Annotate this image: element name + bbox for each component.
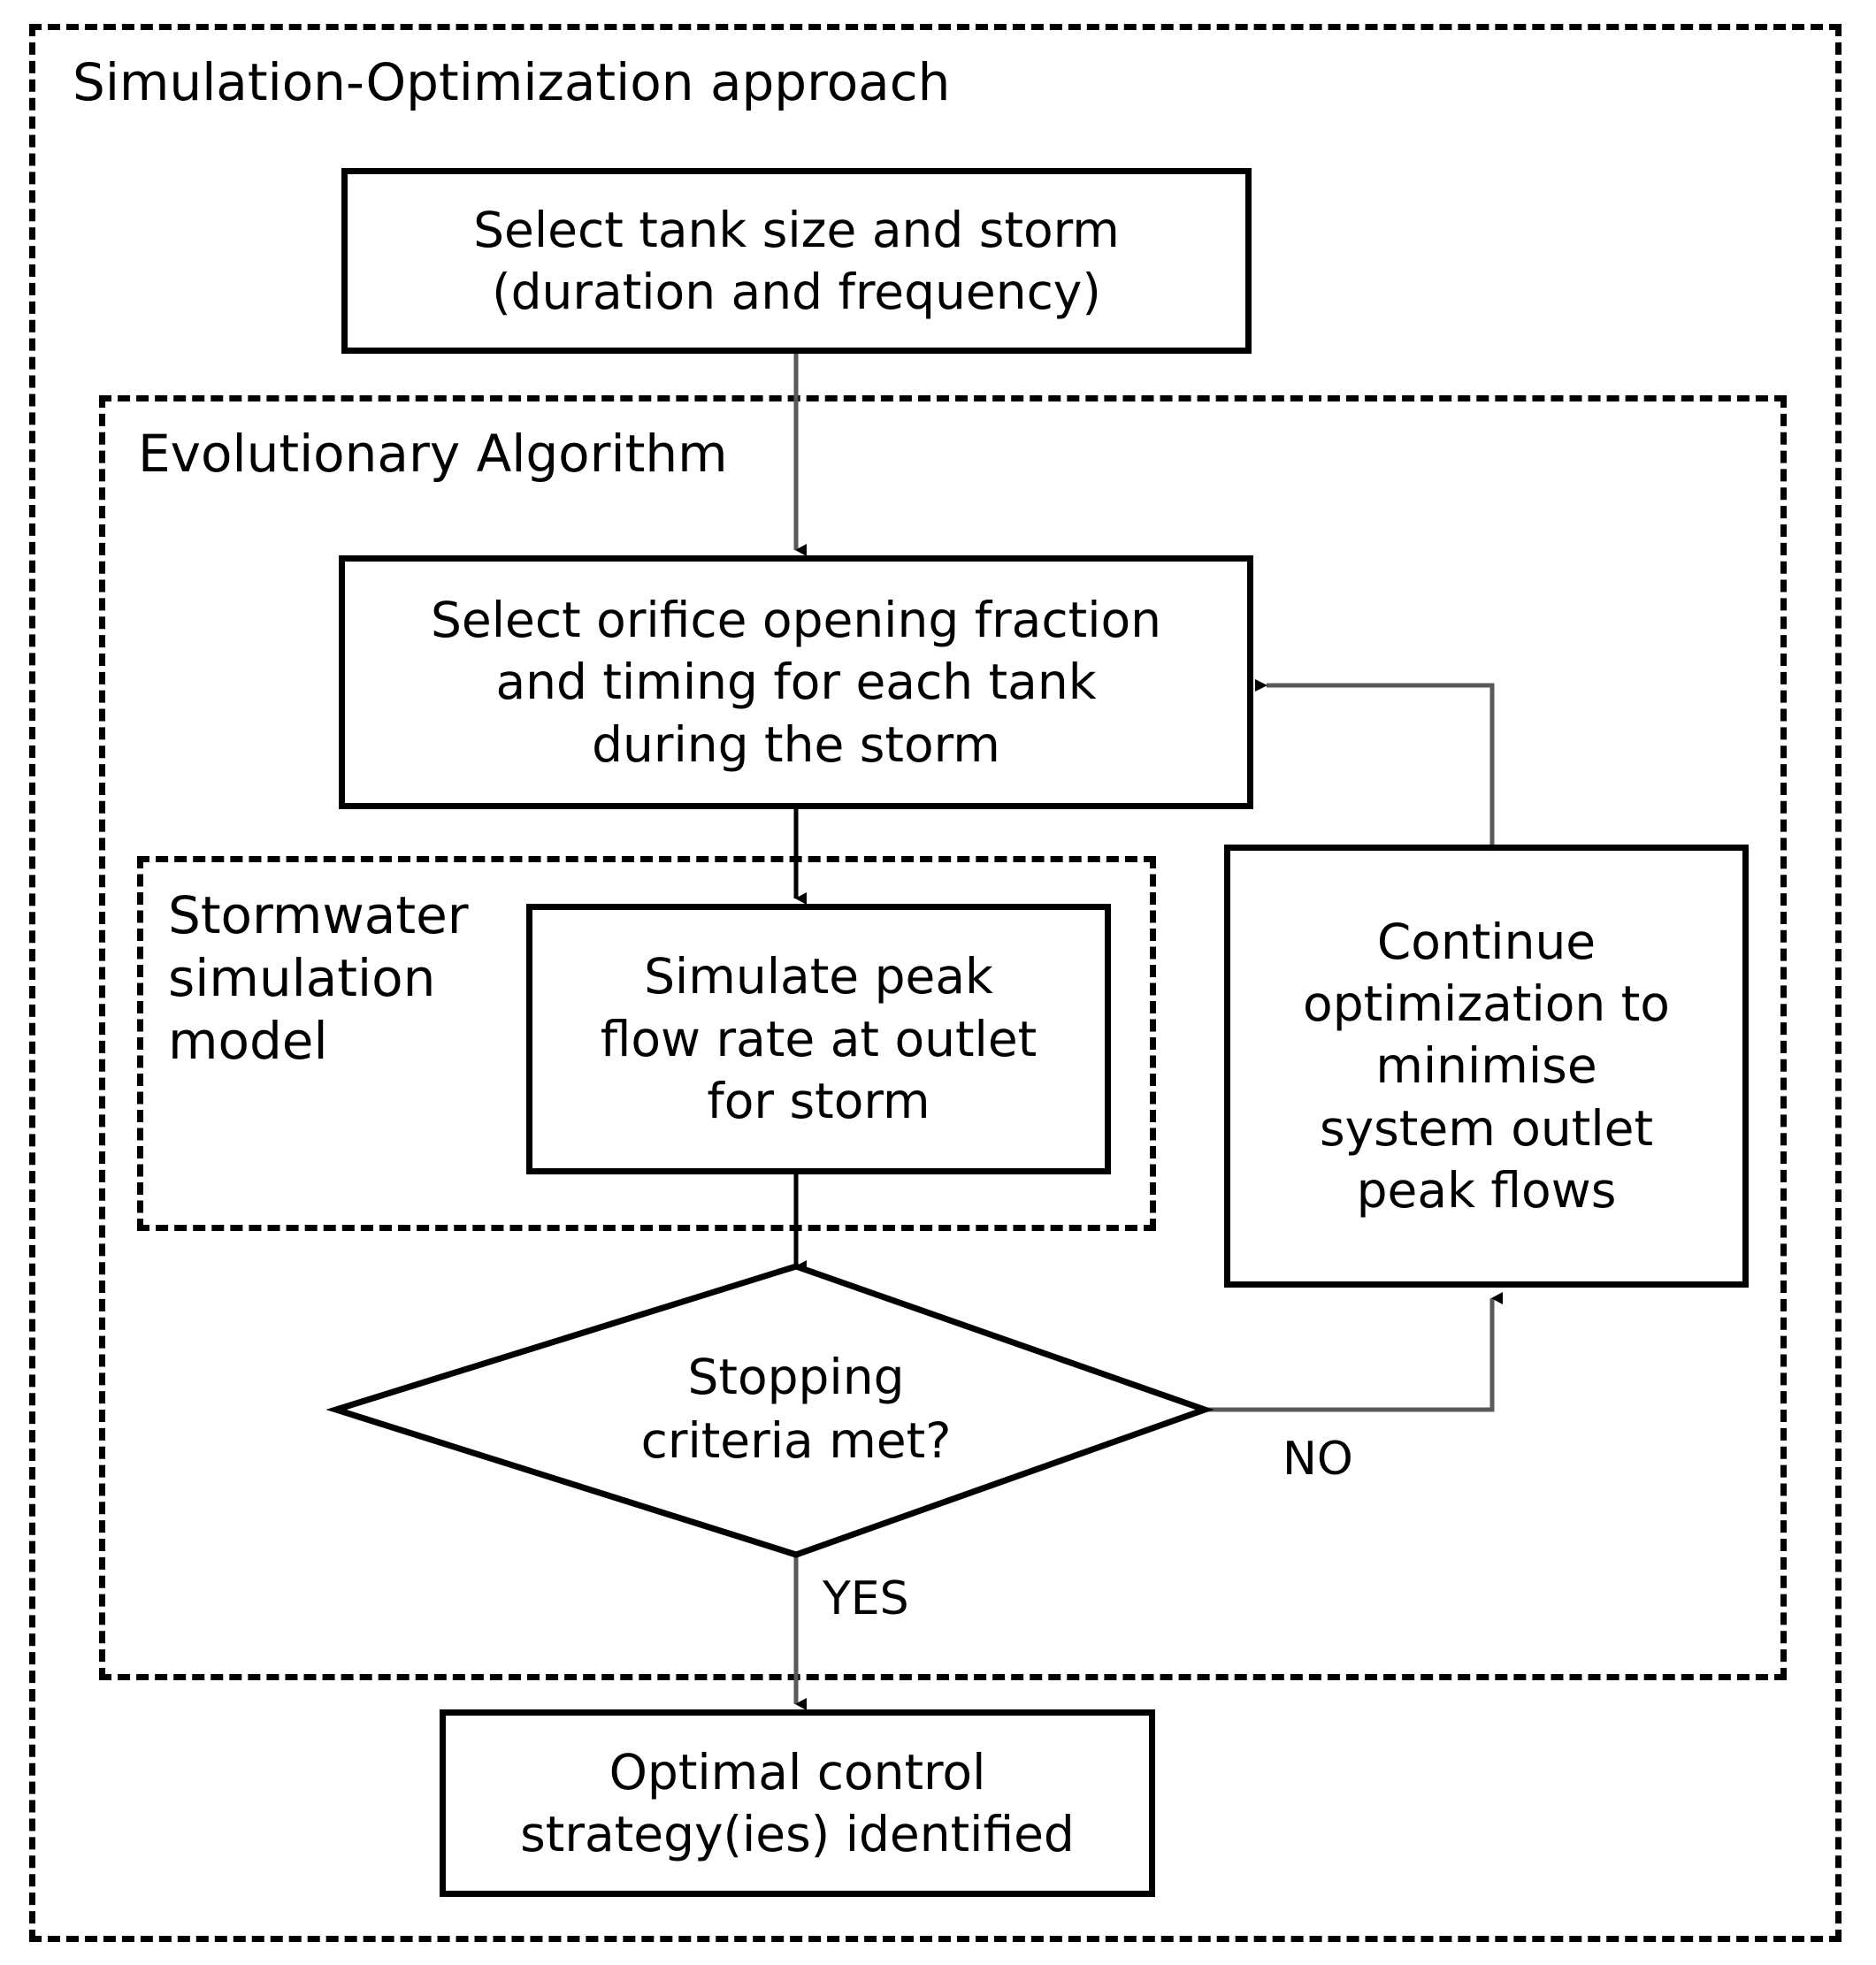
node-label-continue-optimization: Continue optimization to minimise system… xyxy=(1303,913,1670,1220)
node-label-simulate-peak-flow-rate: Simulate peak flow rate at outlet for st… xyxy=(600,948,1038,1130)
container-label-stormwater-simulation-model: Stormwater simulation model xyxy=(168,885,469,1071)
node-select-tank-size-and-storm[interactable]: Select tank size and storm (duration and… xyxy=(341,168,1252,354)
node-label-select-orifice-opening: Select orifice opening fraction and timi… xyxy=(431,591,1161,773)
edge-label-no: NO xyxy=(1283,1433,1353,1486)
container-evolutionary-algorithm xyxy=(99,395,1787,1680)
container-simulation-optimization xyxy=(29,24,1842,1942)
node-simulate-peak-flow-rate[interactable]: Simulate peak flow rate at outlet for st… xyxy=(526,904,1111,1174)
node-continue-optimization[interactable]: Continue optimization to minimise system… xyxy=(1224,845,1749,1288)
node-label-select-tank-size-and-storm: Select tank size and storm (duration and… xyxy=(473,201,1120,320)
node-select-orifice-opening[interactable]: Select orifice opening fraction and timi… xyxy=(339,555,1253,809)
container-stormwater-simulation-model xyxy=(137,856,1156,1231)
node-optimal-control-strategy[interactable]: Optimal control strategy(ies) identified xyxy=(440,1709,1155,1897)
container-label-evolutionary-algorithm: Evolutionary Algorithm xyxy=(138,424,728,484)
edge-label-yes: YES xyxy=(823,1572,909,1625)
container-label-simulation-optimization: Simulation-Optimization approach xyxy=(73,52,951,112)
node-label-stopping-criteria: Stopping criteria met? xyxy=(640,1349,952,1469)
node-label-optimal-control-strategy: Optimal control strategy(ies) identified xyxy=(520,1743,1075,1862)
